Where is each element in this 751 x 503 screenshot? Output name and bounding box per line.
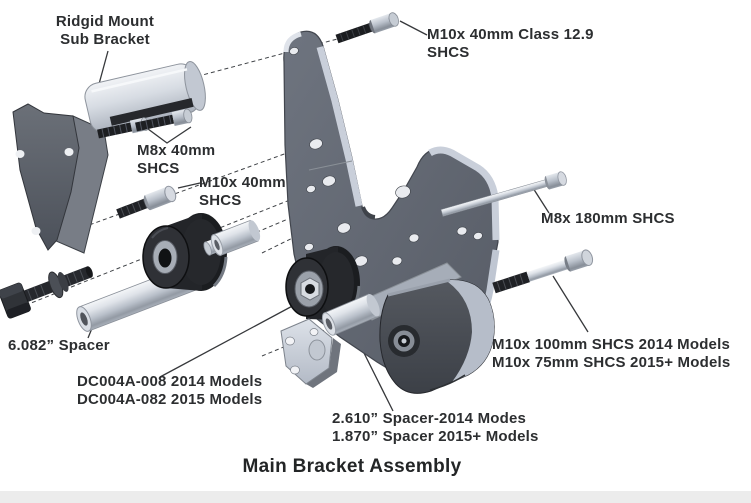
leader-line (177, 182, 201, 189)
bevel-edge (283, 31, 302, 53)
washer (57, 272, 69, 292)
sub-bracket-plate (12, 103, 80, 251)
small-spacer-1 (203, 219, 261, 256)
leader-line (552, 275, 589, 333)
label-line: Ridgid Mount (55, 13, 155, 30)
label-line: M10x 40mm Class 12.9 (427, 26, 594, 43)
plate-hole (64, 148, 74, 156)
label-m8-40: M8x 40mm SHCS (137, 142, 215, 178)
centerline (223, 218, 289, 247)
label-line: Sub Bracket (60, 31, 150, 48)
label-line: SHCS (427, 44, 470, 61)
label-m10-40-class: M10x 40mm Class 12.9 SHCS (427, 26, 594, 62)
label-line: M8x 40mm (137, 142, 216, 159)
m8-40mm-bolt-2 (135, 108, 193, 132)
notch-shadow (361, 206, 376, 219)
bottom-strip (0, 491, 751, 503)
label-bolt-models: M10x 100mm SHCS 2014 Models M10x 75mm SH… (492, 336, 730, 372)
label-spacer-models: 2.610” Spacer-2014 Modes 1.870” Spacer 2… (332, 410, 539, 446)
leader-line (399, 20, 428, 36)
leader-line (143, 125, 192, 144)
m8-180mm-bolt (440, 171, 567, 217)
arm-slot (109, 98, 194, 126)
triangle-mount-bracket (280, 318, 341, 388)
leader-line (532, 187, 550, 214)
tensioner-assembly (379, 278, 495, 394)
label-line: DC004A-008 2014 Models (77, 373, 263, 390)
m10-40mm-class-bolt (335, 12, 399, 44)
plate-hole (15, 150, 25, 158)
triangle-side-face (306, 338, 341, 388)
label-line: SHCS (199, 192, 242, 209)
rubber-mount-bushing-2 (285, 246, 361, 320)
label-line: M10x 40mm (199, 174, 286, 191)
label-mount-models: DC004A-008 2014 Models DC004A-082 2015 M… (77, 373, 262, 409)
leader-line (159, 302, 299, 378)
label-m8-180: M8x 180mm SHCS (541, 210, 675, 228)
label-m10-40: M10x 40mm SHCS (199, 174, 286, 210)
small-spacer-2 (321, 293, 380, 336)
label-sub-bracket: Ridgid Mount Sub Bracket (40, 13, 170, 49)
diagram-title: Main Bracket Assembly (242, 456, 462, 477)
plate-hole (31, 227, 41, 235)
centerline (69, 140, 321, 233)
boss (308, 339, 326, 361)
label-line: 1.870” Spacer 2015+ Models (332, 428, 539, 445)
label-line: M10x 75mm SHCS 2015+ Models (492, 354, 731, 371)
rubber-mount-bushing-1 (142, 213, 228, 291)
label-line: M10x 100mm SHCS 2014 Models (492, 336, 731, 353)
label-line: DC004A-082 2015 Models (77, 391, 263, 408)
bevel-edge (428, 146, 500, 241)
label-line: 6.082” Spacer (8, 337, 110, 354)
m10-100mm-bolt (492, 249, 594, 294)
label-spacer-6082: 6.082” Spacer (8, 337, 110, 355)
label-line: SHCS (137, 160, 180, 177)
m10-40mm-bolt (116, 185, 177, 219)
tensioner-rim (448, 279, 495, 382)
label-line: 2.610” Spacer-2014 Modes (332, 410, 527, 427)
leader-line (98, 50, 109, 85)
label-line: M8x 180mm SHCS (541, 210, 675, 227)
bevel-edge (316, 46, 363, 207)
hex-bolt (0, 266, 93, 319)
